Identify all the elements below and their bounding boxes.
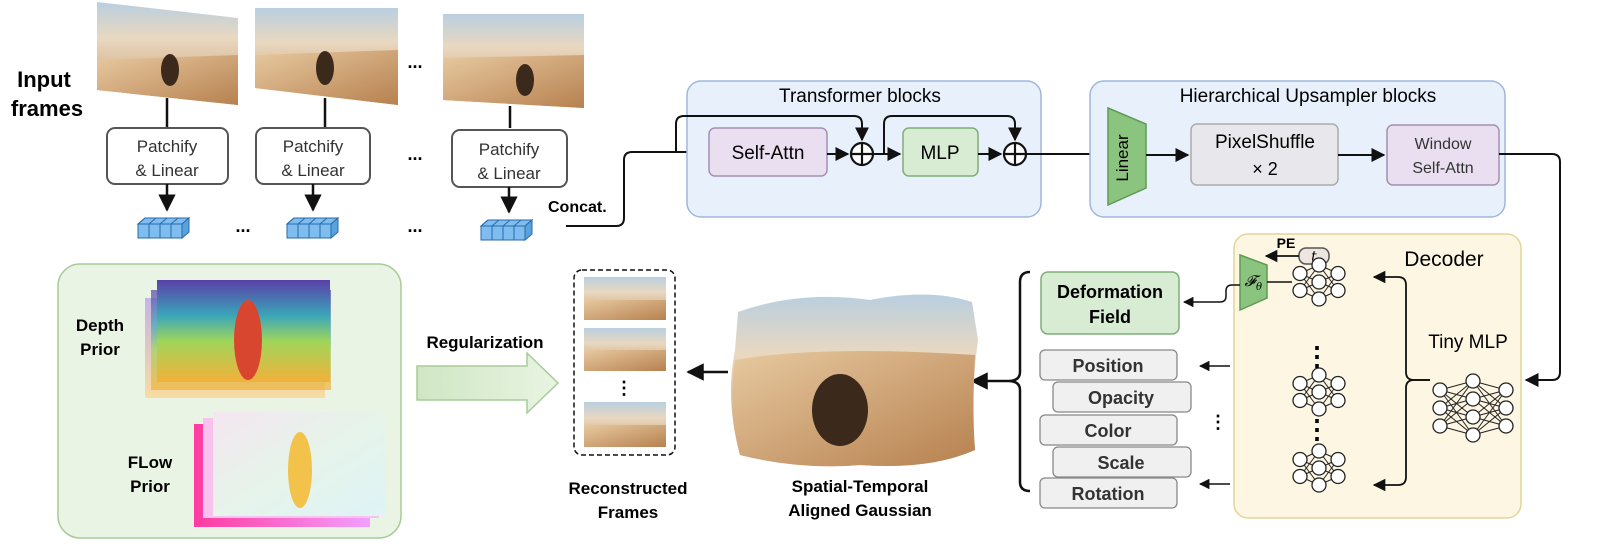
depth-prior-label-2: Prior (80, 340, 120, 359)
svg-text:Self-Attn: Self-Attn (1412, 160, 1473, 177)
reconstructed-vdots: ⋮ (615, 378, 633, 398)
token-grid-1 (136, 216, 191, 240)
svg-text:Window: Window (1415, 136, 1472, 153)
regularization-label: Regularization (426, 333, 543, 352)
svg-text:Patchify: Patchify (283, 137, 344, 156)
transformer-blocks-title: Transformer blocks (779, 86, 941, 107)
patchify-ellipsis: ... (407, 144, 422, 164)
pixelshuffle-block: PixelShuffle × 2 (1190, 123, 1339, 186)
svg-text:MLP: MLP (920, 143, 959, 164)
nets-vdots-2: ⋮ (1304, 414, 1330, 444)
depth-prior-image (145, 280, 331, 398)
patchify-linear-block-3: Patchify & Linear (451, 129, 568, 188)
window-self-attn-block: Window Self-Attn (1386, 124, 1500, 186)
input-frames-title-1: Input (17, 67, 71, 92)
decoder-title: Decoder (1404, 248, 1483, 271)
tokens-ellipsis-1: ... (235, 216, 250, 236)
svg-text:Rotation: Rotation (1072, 484, 1145, 504)
svg-text:Deformation: Deformation (1057, 282, 1163, 302)
gaussian-scene-image (731, 294, 978, 467)
residual-add-1 (849, 141, 875, 167)
concat-label: Concat. (548, 199, 607, 216)
nets-vdots-1: ⋮ (1304, 341, 1330, 371)
flow-prior-label-2: Prior (130, 477, 170, 496)
input-frame-3 (443, 14, 584, 108)
frames-ellipsis: ... (407, 52, 422, 72)
svg-text:Self-Attn: Self-Attn (732, 143, 805, 164)
attr-opacity: Opacity (1052, 381, 1192, 413)
svg-text:Color: Color (1085, 421, 1132, 441)
tiny-mlp-label: Tiny MLP (1428, 332, 1508, 353)
svg-text:& Linear: & Linear (135, 161, 199, 180)
reconstructed-label-1: Reconstructed (568, 479, 687, 498)
gaussian-label-1: Spatial-Temporal (792, 477, 929, 496)
residual-add-2 (1002, 141, 1028, 167)
mlp-networks (1292, 257, 1514, 493)
upsampler-blocks-title: Hierarchical Upsampler blocks (1180, 86, 1437, 107)
input-frame-1 (97, 2, 238, 105)
mlp-net-middle (1292, 367, 1346, 417)
attr-position: Position (1039, 349, 1178, 381)
flow-prior-image (194, 412, 385, 527)
svg-text:× 2: × 2 (1252, 159, 1278, 179)
tokens-ellipsis-2: ... (407, 216, 422, 236)
input-frames-title-2: frames (11, 96, 83, 121)
gaussian-label-2: Aligned Gaussian (788, 501, 932, 520)
token-grid-2 (285, 216, 340, 240)
svg-text:Patchify: Patchify (479, 140, 540, 159)
mlp-net-top (1292, 257, 1346, 307)
reconstructed-frames-stack (573, 269, 676, 456)
svg-text:Linear: Linear (1113, 134, 1132, 182)
svg-text:Position: Position (1073, 356, 1144, 376)
svg-text:& Linear: & Linear (477, 164, 541, 183)
attr-scale: Scale (1052, 446, 1192, 478)
svg-text:Opacity: Opacity (1088, 388, 1154, 408)
pe-label: PE (1277, 235, 1296, 251)
regularization-arrow (416, 351, 560, 415)
patchify-linear-block-1: Patchify & Linear (106, 127, 229, 185)
patchify-linear-block-2: Patchify & Linear (255, 127, 371, 185)
svg-text:t: t (1311, 249, 1317, 265)
mlp-net-bottom (1292, 443, 1346, 493)
input-frame-2 (255, 8, 398, 105)
attr-color: Color (1039, 414, 1178, 446)
svg-text:PixelShuffle: PixelShuffle (1215, 132, 1315, 153)
svg-text:Patchify: Patchify (137, 137, 198, 156)
flow-prior-label-1: FLow (128, 453, 173, 472)
mlp-block: MLP (902, 127, 979, 177)
reconstructed-label-2: Frames (598, 503, 658, 522)
attr-ellipsis: ⋮ (1209, 412, 1227, 432)
deformation-network: 𝓕 θ (1239, 253, 1268, 312)
decoder-panel (1233, 233, 1522, 519)
svg-text:Scale: Scale (1097, 453, 1144, 473)
svg-text:& Linear: & Linear (281, 161, 345, 180)
svg-text:Field: Field (1089, 307, 1131, 327)
svg-text:θ: θ (1256, 282, 1262, 293)
token-grid-3 (479, 218, 534, 242)
attr-rotation: Rotation (1039, 477, 1178, 509)
self-attn-block: Self-Attn (708, 127, 828, 177)
linear-layer: Linear (1107, 106, 1147, 207)
tiny-mlp-net (1432, 373, 1514, 443)
deformation-field-box: Deformation Field (1040, 271, 1180, 335)
depth-prior-label-1: Depth (76, 316, 124, 335)
